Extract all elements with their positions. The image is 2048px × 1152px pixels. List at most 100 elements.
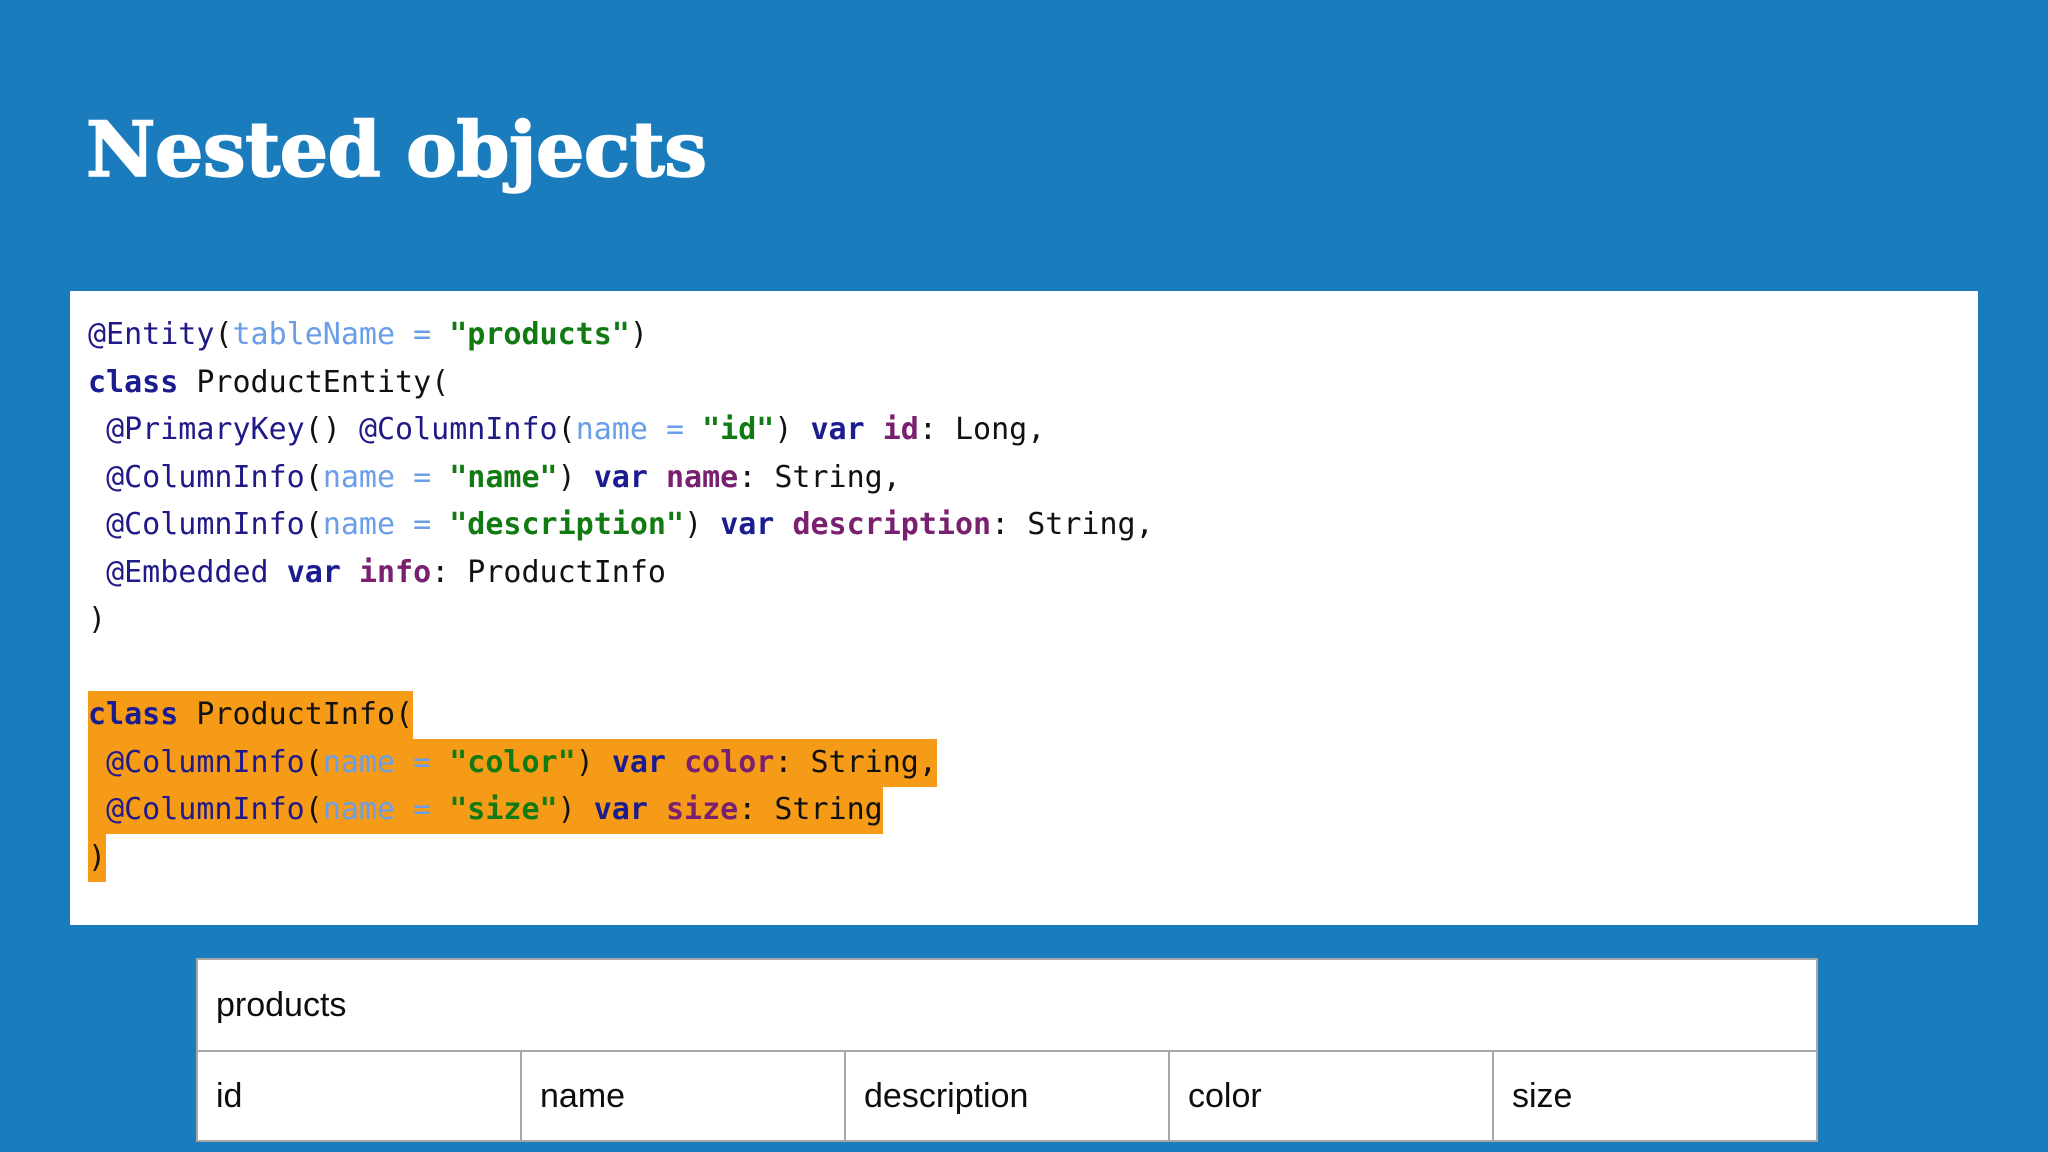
code-line: @PrimaryKey() @ColumnInfo(name = "id") v… [88,406,1978,454]
code-token [178,365,196,400]
code-token [594,745,612,780]
code-token [648,412,666,447]
code-token: class [88,697,179,732]
code-token: name [322,507,396,542]
code-token: = [413,744,432,780]
code-token [431,460,449,495]
code-token [666,745,684,780]
code-token: @Embedded [106,554,269,590]
code-token [88,555,106,590]
schema-column-header: name [520,1050,846,1142]
code-token: var [286,554,341,590]
code-token: : ProductInfo [431,554,666,590]
code-token: : String, [774,744,937,780]
code-token [88,792,106,827]
code-token: "size" [449,792,558,827]
code-token [774,507,792,542]
code-token [269,555,287,590]
code-token [88,412,106,447]
code-token: ( [214,317,233,352]
code-block: @Entity(tableName = "products")class Pro… [88,311,1978,882]
schema-table-name: products [196,958,1818,1052]
page-title: Nested objects [85,105,708,194]
code-token [648,792,666,827]
code-token [88,460,106,495]
code-highlight: @ColumnInfo(name = "color") var color: S… [88,738,937,787]
code-line: @ColumnInfo(name = "size") var size: Str… [88,786,1978,834]
code-token: @ColumnInfo [106,792,305,827]
code-line: class ProductEntity( [88,359,1978,407]
code-token [576,460,594,495]
code-token [648,460,666,495]
schema-column-header: color [1168,1050,1494,1142]
code-token: description [792,507,992,542]
code-line: @ColumnInfo(name = "name") var name: Str… [88,454,1978,502]
code-line: class ProductInfo( [88,691,1978,739]
code-token: @ColumnInfo [106,507,305,542]
code-token: ) [774,412,793,447]
code-token: : String, [738,459,901,495]
code-token: = [413,792,432,827]
code-highlight: class ProductInfo( [88,691,414,739]
code-token: name [322,792,396,827]
code-token: var [810,412,865,447]
code-token: ) [557,792,576,827]
code-token [395,317,413,352]
schema-column-header: description [844,1050,1170,1142]
code-token: = [413,507,432,542]
code-token: "color" [449,744,576,780]
code-token: @ColumnInfo [358,412,558,447]
code-token: ( [304,459,323,495]
code-token [431,507,449,542]
code-token: name [666,459,739,495]
code-token: var [593,792,648,827]
code-token [395,792,413,827]
code-line: @Entity(tableName = "products") [88,311,1978,359]
table-row-title: products [196,958,1818,1052]
schema-column-header: size [1492,1050,1818,1142]
code-line: @Embedded var info: ProductInfo [88,549,1978,597]
code-token: ) [88,602,107,637]
code-token: : String, [991,507,1154,542]
code-token: "description" [449,507,685,542]
code-token: ) [575,744,594,780]
code-token: size [666,792,739,827]
code-token: color [684,744,775,780]
code-line: ) [88,596,1978,644]
code-highlight: ) [88,833,107,882]
code-token: @Entity [88,317,215,352]
code-token [702,507,720,542]
code-token [792,412,810,447]
code-token: ProductEntity( [196,364,450,400]
code-token: ( [557,412,576,447]
code-highlight: @ColumnInfo(name = "size") var size: Str… [88,786,883,834]
schema-column-header: id [196,1050,522,1142]
code-token: "name" [449,459,558,495]
code-token: ) [557,459,576,495]
code-token: : Long, [918,412,1046,447]
code-line: @ColumnInfo(name = "description") var de… [88,501,1978,549]
code-token [395,507,413,542]
code-token: ( [304,507,323,542]
code-token: ) [629,317,648,352]
code-line: @ColumnInfo(name = "color") var color: S… [88,738,1978,787]
code-token [341,555,359,590]
code-card: @Entity(tableName = "products")class Pro… [70,291,1978,925]
code-token: = [413,317,432,352]
code-token: name [322,459,396,495]
code-token: "products" [449,317,630,352]
code-line [88,644,1978,692]
code-token: var [593,459,648,495]
code-token [395,460,413,495]
code-token [431,745,449,780]
code-token: @PrimaryKey [106,412,305,447]
code-token: ( [304,792,323,827]
code-token: = [666,412,685,447]
code-token: ( [304,744,323,780]
code-token [431,317,449,352]
code-token: () [304,412,359,447]
code-line: ) [88,833,1978,882]
